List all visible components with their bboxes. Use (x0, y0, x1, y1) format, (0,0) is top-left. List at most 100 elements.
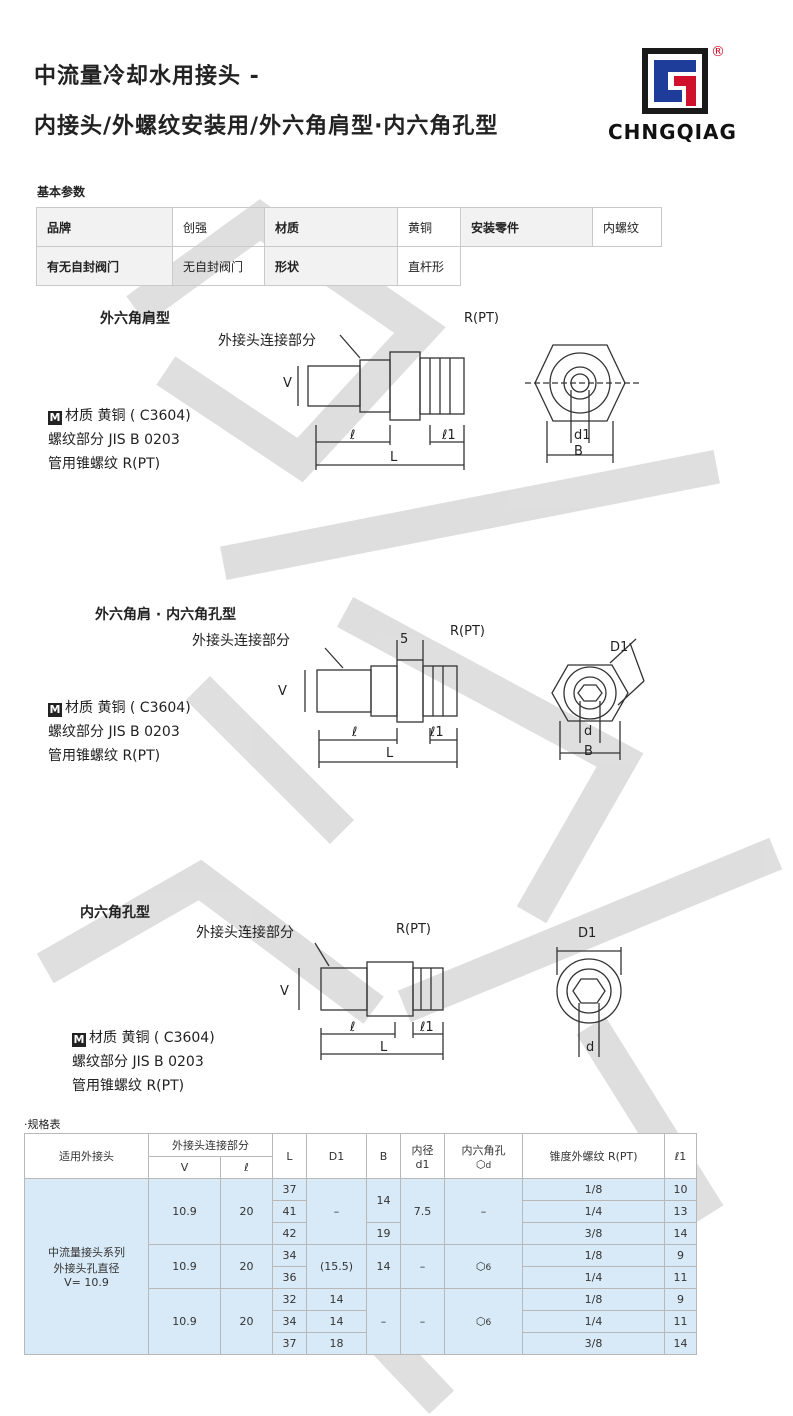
col-inner-d1-b: d1 (415, 1157, 430, 1171)
material-mark-icon: M (48, 703, 62, 717)
thread-std-text: 螺纹部分 JIS B 0203 (48, 724, 180, 740)
dim-B: B (574, 444, 583, 459)
cell-l1: 9 (664, 1244, 697, 1267)
cell-hex: ⬡6 (444, 1288, 523, 1355)
param-value: 内螺纹 (592, 207, 662, 247)
col-l1: ℓ1 (664, 1133, 697, 1179)
cell-l1: 13 (664, 1200, 697, 1223)
drawing2-thread-label: R(PT) (450, 624, 485, 639)
dim-l1: ℓ1 (420, 1020, 434, 1035)
cell-L: 41 (272, 1200, 307, 1223)
dim-d: d (586, 1040, 595, 1055)
dim-v: V (283, 376, 292, 391)
table-row: 10.9 20 34 (15.5) 14 – ⬡6 1/8 9 (25, 1244, 697, 1289)
param-key: 品牌 (36, 207, 173, 247)
col-D1: D1 (306, 1133, 367, 1179)
param-value: 创强 (172, 207, 265, 247)
applicable-line1: 中流量接头系列 (48, 1246, 125, 1259)
col-l: ℓ (220, 1155, 273, 1179)
col-conn-part: 外接头连接部分 (148, 1133, 273, 1157)
pipe-thread-text: 管用锥螺纹 R(PT) (72, 1078, 185, 1094)
drawing2-side-view (304, 640, 458, 768)
drawing2-front-view (551, 638, 645, 760)
param-value: 黄铜 (397, 207, 461, 247)
cell-L: 36 (272, 1266, 307, 1289)
cell-L: 32 (272, 1288, 307, 1311)
cell-D1: 14 (306, 1288, 367, 1311)
cell-D1: 18 (306, 1332, 367, 1355)
material-mark-icon: M (48, 411, 62, 425)
dim-L: L (380, 1040, 388, 1055)
cell-D1: – (306, 1178, 367, 1245)
dim-d: d (584, 724, 593, 739)
thread-std-text: 螺纹部分 JIS B 0203 (48, 432, 180, 448)
cell-l1: 14 (664, 1222, 697, 1245)
drawing2-caption: 外六角肩 · 内六角孔型 (95, 607, 237, 623)
table-row: 37 18 3/8 14 (25, 1332, 697, 1355)
dim-d1: d1 (574, 428, 591, 443)
table-header-row: V ℓ (25, 1155, 697, 1179)
table-row: 10.9 20 32 14 – – ⬡6 1/8 9 (25, 1288, 697, 1355)
dim-l: ℓ (350, 428, 356, 443)
cell-d1: – (400, 1288, 445, 1355)
material-text: 材质 黄铜 ( C3604) (89, 1030, 215, 1046)
cell-L: 37 (272, 1332, 307, 1355)
col-v: V (148, 1155, 221, 1179)
page-title-line1: 中流量冷却水用接头 - (34, 64, 260, 89)
cell-v: 10.9 (148, 1244, 221, 1289)
hex-size: 6 (485, 1263, 492, 1273)
thread-std-text: 螺纹部分 JIS B 0203 (72, 1054, 204, 1070)
drawing1-thread-label: R(PT) (464, 311, 499, 326)
cell-v: 10.9 (148, 1288, 221, 1355)
registered-mark: ® (711, 44, 725, 60)
cell-l1: 11 (664, 1310, 697, 1333)
material-mark-icon: M (72, 1033, 86, 1047)
cell-taper: 1/4 (522, 1266, 665, 1289)
cell-l: 20 (220, 1178, 273, 1245)
cell-d1: 7.5 (400, 1178, 445, 1245)
brand-name: CHNGQIAG (608, 120, 737, 144)
col-B: B (366, 1133, 401, 1179)
drawing3-connector-label: 外接头连接部分 (196, 925, 294, 941)
applicable-line3: V= 10.9 (64, 1276, 109, 1289)
hex-icon: ⬡ (475, 1157, 486, 1171)
drawing2-connector-label: 外接头连接部分 (192, 633, 290, 649)
cell-hex: ⬡6 (444, 1244, 523, 1289)
material-text: 材质 黄铜 ( C3604) (65, 700, 191, 716)
cell-B: 19 (366, 1222, 401, 1245)
cell-L: 37 (272, 1178, 307, 1201)
table-row: 有无自封阀门 无自封阀门 形状 直杆形 (36, 246, 662, 286)
drawing1-connector-label: 外接头连接部分 (218, 333, 316, 349)
cell-L: 34 (272, 1244, 307, 1267)
dim-five: 5 (400, 632, 409, 647)
col-L: L (272, 1133, 307, 1179)
cell-taper: 1/4 (522, 1200, 665, 1223)
cell-l: 20 (220, 1244, 273, 1289)
param-value: 无自封阀门 (172, 246, 265, 286)
cell-B: 14 (366, 1178, 401, 1223)
table-row: 34 14 1/4 11 (25, 1310, 697, 1333)
drawing3-side-view (298, 942, 444, 1060)
dim-l: ℓ (352, 725, 358, 740)
drawing1-side-view (297, 334, 465, 470)
dim-D1: D1 (610, 640, 629, 655)
cell-taper: 1/8 (522, 1178, 665, 1201)
param-key: 安装零件 (460, 207, 593, 247)
table-row: 品牌 创强 材质 黄铜 安装零件 内螺纹 (36, 207, 662, 247)
dim-v: V (280, 984, 289, 999)
col-taper: 锥度外螺纹 R(PT) (522, 1133, 665, 1179)
col-inner-d1-a: 内径 (411, 1143, 434, 1157)
table-row: 42 19 3/8 14 (25, 1222, 697, 1245)
dim-L: L (390, 450, 398, 465)
cell-l1: 9 (664, 1288, 697, 1311)
cell-l1: 14 (664, 1332, 697, 1355)
cell-D1: (15.5) (306, 1244, 367, 1289)
cell-taper: 3/8 (522, 1222, 665, 1245)
cell-l1: 11 (664, 1266, 697, 1289)
basic-params-table: 品牌 创强 材质 黄铜 安装零件 内螺纹 有无自封阀门 无自封阀门 形状 直杆形 (36, 207, 662, 286)
hex-icon: ⬡ (475, 1315, 486, 1328)
cell-taper: 3/8 (522, 1332, 665, 1355)
dim-L: L (386, 746, 394, 761)
drawing3-caption: 内六角孔型 (80, 905, 150, 921)
